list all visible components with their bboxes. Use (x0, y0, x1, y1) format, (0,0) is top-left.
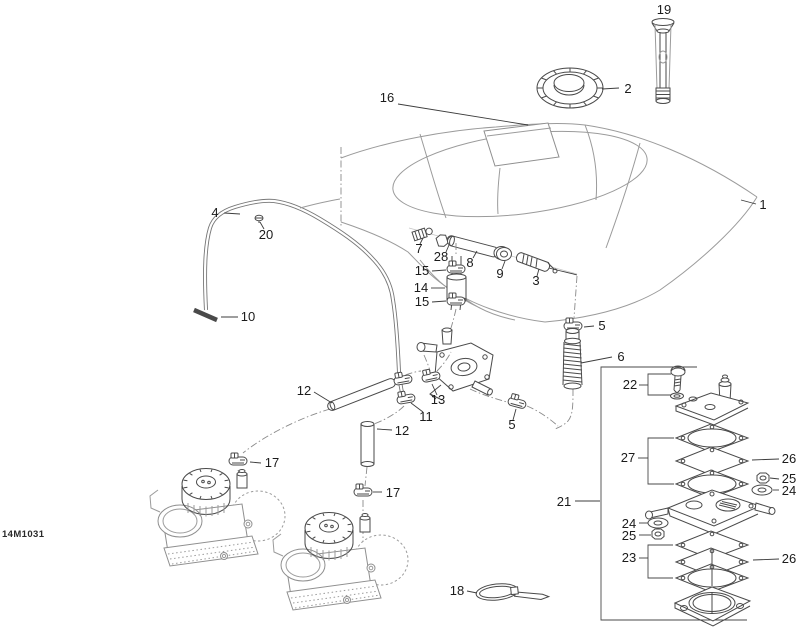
callout-20: 20 (259, 227, 273, 242)
callout-4: 4 (211, 205, 218, 220)
callout-4-leader (223, 212, 241, 215)
callout-15b: 15 (415, 294, 429, 309)
carb-clamp-17-right (353, 483, 373, 497)
filter-clamp-15-upper (446, 260, 466, 274)
callout-26a: 26 (782, 451, 796, 466)
filler-neck (483, 122, 560, 167)
part-group-box-21 (600, 366, 747, 621)
pump-top-cover (674, 374, 750, 426)
callout-5a-leader (583, 325, 595, 328)
callout-26b-leader (752, 558, 780, 561)
callout-22: 22 (623, 377, 637, 392)
spring-protector (562, 328, 583, 390)
nut-25-left (651, 528, 665, 540)
callout-16: 16 (380, 90, 394, 105)
callout-21: 21 (557, 494, 571, 509)
pump-screw-22 (670, 365, 686, 400)
callout-5b-leader (512, 408, 517, 421)
callout-8-leader (472, 250, 478, 259)
callout-20-leader (259, 221, 265, 230)
outlet-pipe-8 (447, 235, 502, 258)
callout-25a: 25 (782, 471, 796, 486)
callout-17a-leader (249, 461, 262, 464)
callout-3-leader (536, 268, 540, 277)
washer-24-right (751, 484, 773, 496)
callout-15b-leader (431, 300, 447, 303)
dipstick (651, 18, 675, 104)
callout-18-leader (466, 590, 478, 594)
callout-15a: 15 (415, 263, 429, 278)
callout-1-leader (740, 199, 757, 205)
callout-11: 11 (419, 409, 433, 424)
callout-9: 9 (496, 266, 503, 281)
carb-clamp-17-left (228, 452, 248, 466)
callout-18: 18 (450, 583, 464, 598)
fuel-tank (340, 122, 758, 323)
vent-hose-10 (193, 307, 218, 323)
callout-27: 27 (621, 450, 635, 465)
callout-15a-leader (431, 269, 447, 272)
callout-28: 28 (434, 249, 448, 264)
carburetor-right (272, 512, 409, 611)
fuel-line (203, 198, 405, 397)
callout-17a: 17 (265, 455, 279, 470)
callout-2-leader (601, 87, 620, 90)
bracket-lines (647, 373, 674, 579)
callout-14: 14 (414, 280, 428, 295)
nut-25-right (756, 472, 770, 484)
callout-12a-leader (313, 391, 333, 404)
callout-19: 19 (657, 2, 671, 17)
carburetor-left (149, 468, 286, 567)
callout-13: 13 (431, 392, 445, 407)
fuel-cap (536, 67, 604, 109)
grommet-9 (493, 246, 512, 261)
callout-26a-leader (751, 458, 780, 461)
callout-16-leader (397, 103, 529, 126)
callout-7-leader (419, 237, 424, 245)
hose-clamp-11-upper (392, 370, 414, 387)
callout-3: 3 (532, 273, 539, 288)
callout-12b-leader (376, 428, 393, 431)
hose-clamp-5-lower (506, 392, 529, 410)
callout-13-leader (431, 383, 438, 396)
callout-25a-leader (769, 477, 780, 480)
callout-1: 1 (759, 197, 766, 212)
washer-24-left (647, 517, 669, 529)
callout-24a: 24 (782, 483, 796, 498)
drawing-code: 14M1031 (2, 529, 45, 540)
callout-5b: 5 (508, 417, 515, 432)
fuel-pump (416, 308, 494, 401)
callout-11-leader (410, 402, 424, 413)
callout-12a: 12 (297, 383, 311, 398)
fuel-line-clip (254, 214, 264, 223)
pump-body-exploded (645, 489, 776, 535)
pickup-elbow-7 (411, 227, 433, 242)
callout-25b: 25 (622, 528, 636, 543)
hose-12b (360, 421, 375, 467)
callout-8: 8 (466, 255, 473, 270)
callout-23: 23 (622, 550, 636, 565)
callout-17b: 17 (386, 485, 400, 500)
check-valve-3 (515, 252, 558, 274)
callout-26b: 26 (782, 551, 796, 566)
callout-9-leader (501, 260, 506, 270)
callout-7: 7 (415, 241, 422, 256)
callout-2: 2 (624, 81, 631, 96)
callout-6: 6 (617, 349, 624, 364)
pump-bottom-flange (673, 586, 752, 627)
cable-tie (475, 583, 551, 601)
plumbing-phantom-lines (237, 275, 578, 542)
callout-12b: 12 (395, 423, 409, 438)
callout-5a: 5 (598, 318, 605, 333)
callout-28-leader (445, 244, 450, 253)
callout-10: 10 (241, 309, 255, 324)
callout-24b: 24 (622, 516, 636, 531)
hose-12a (327, 378, 396, 411)
callout-6-leader (580, 356, 613, 364)
hose-clamp-11-lower (395, 389, 417, 406)
